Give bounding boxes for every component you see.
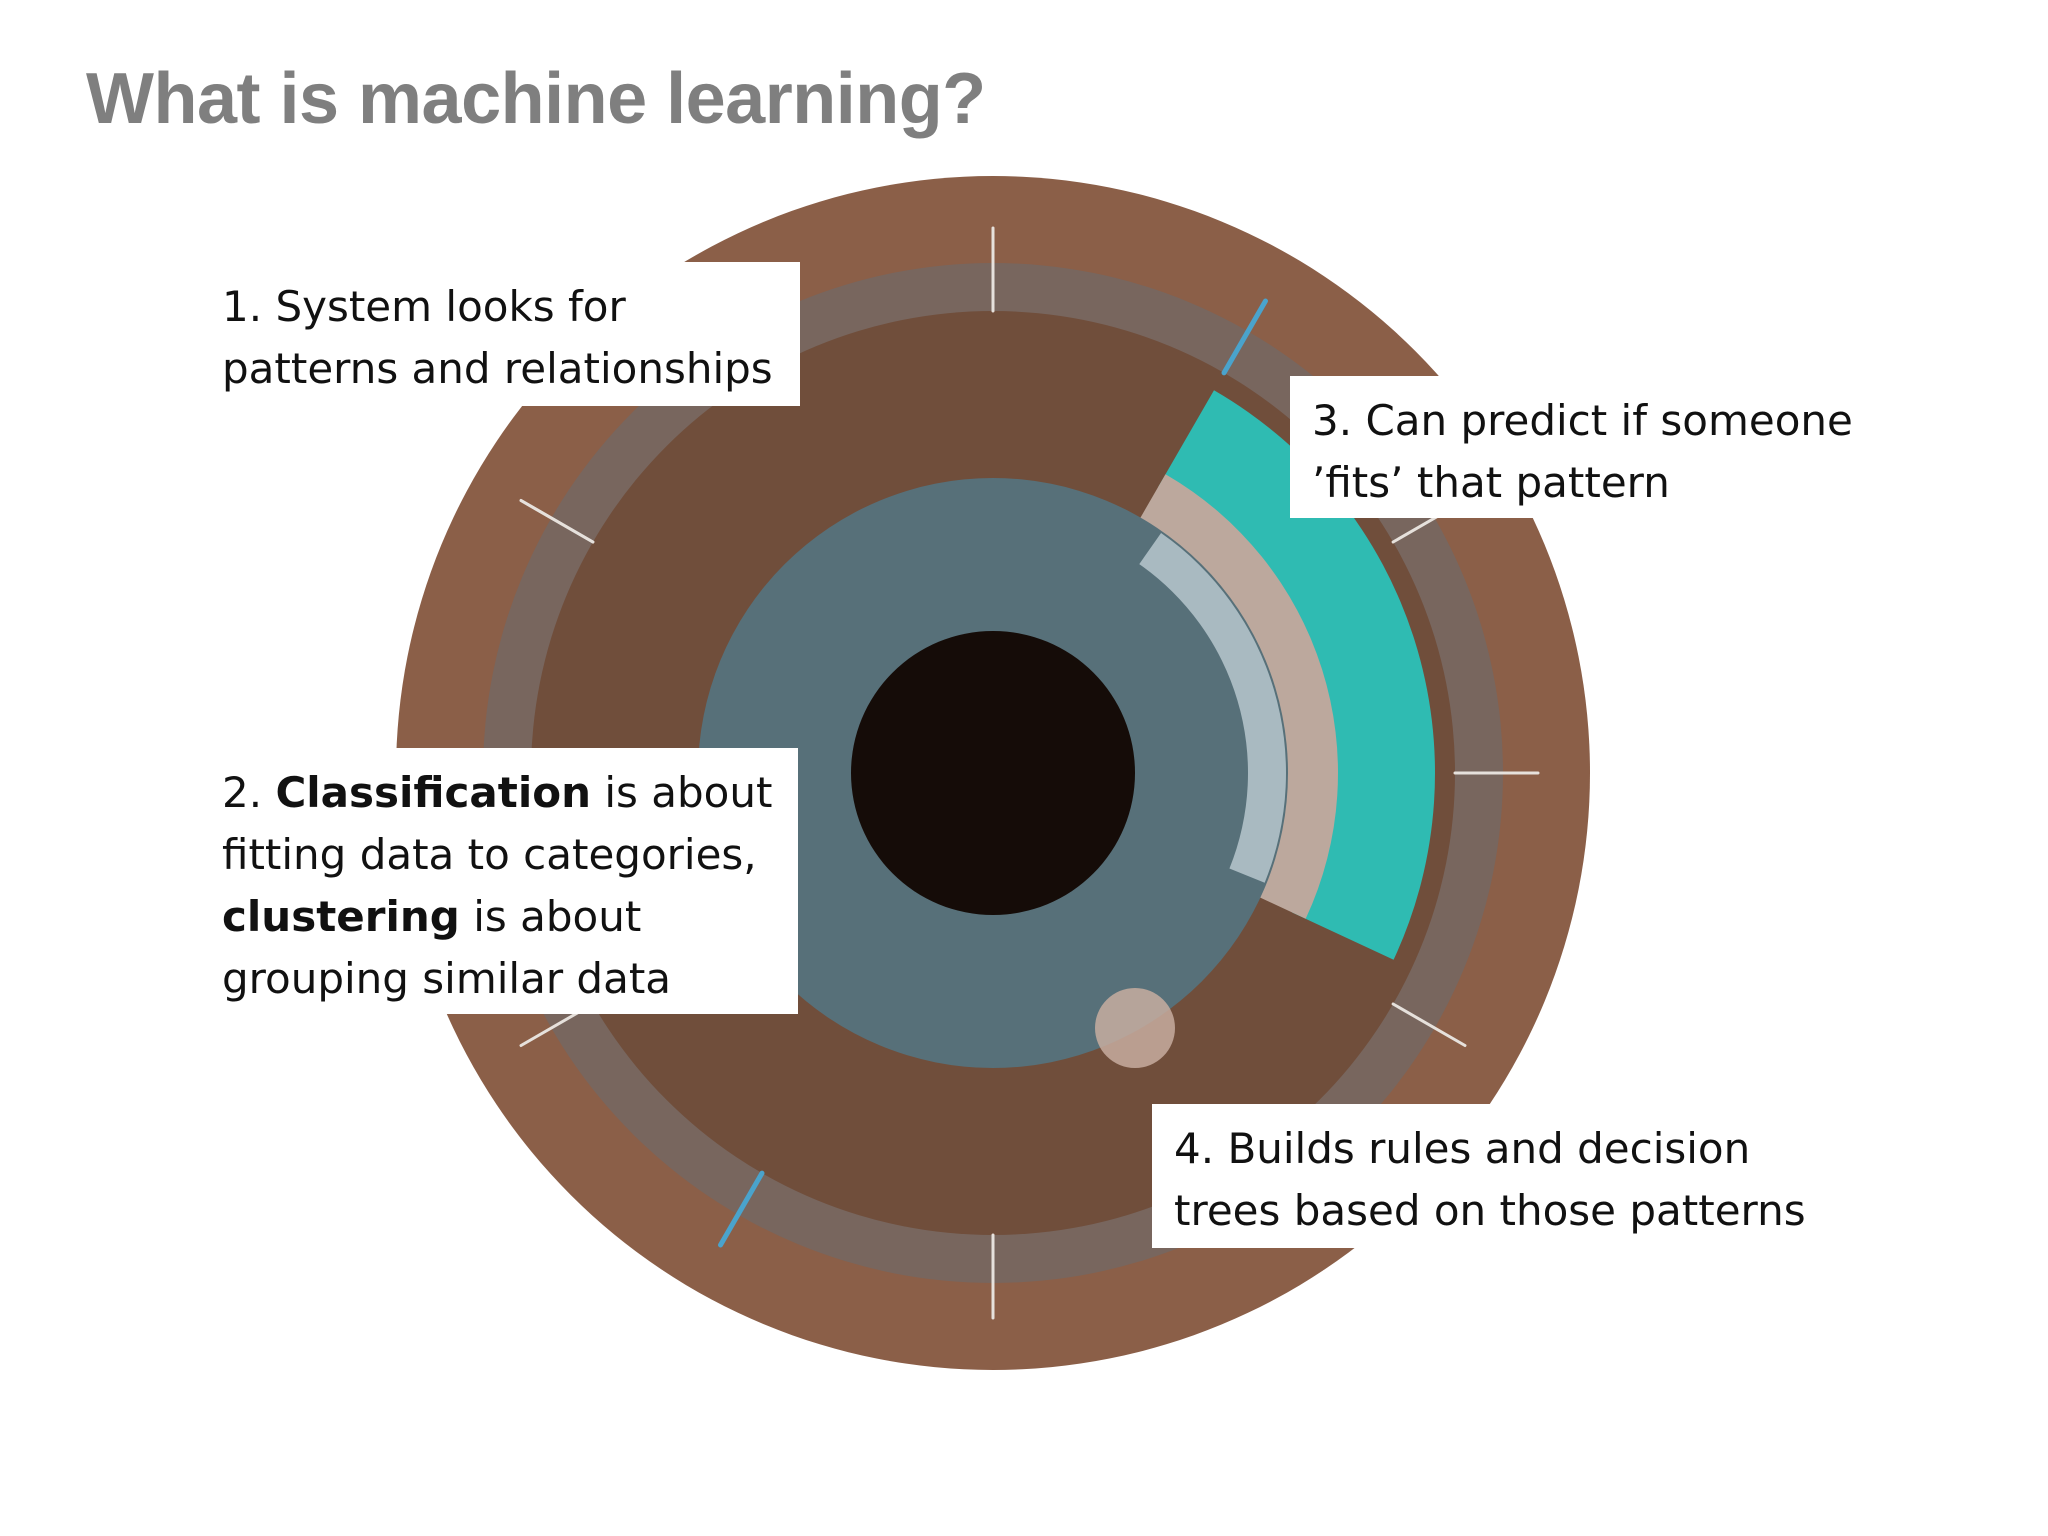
tick-mark-blue-bottom (718, 1170, 765, 1248)
callout-1-number: 1. (222, 282, 263, 331)
classification-term: Classification (275, 768, 591, 817)
callout-4-line-1: 4. Builds rules and decision (1174, 1118, 1768, 1180)
highlight-light-segment (1139, 532, 1286, 883)
callout-2-text-3: is about (473, 892, 642, 941)
tick-mark-g (519, 499, 595, 544)
tick-mark-d (1391, 1002, 1467, 1047)
callout-2-number: 2. (222, 768, 263, 817)
callout-predict: 3. Can predict if someone ’fits’ that pa… (1290, 376, 1853, 518)
callout-classification: 2. Classification is about fitting data … (200, 748, 798, 1014)
callout-3-number: 3. (1312, 396, 1353, 445)
callout-4-number: 4. (1174, 1124, 1215, 1173)
callout-patterns: 1. System looks for patterns and relatio… (200, 262, 800, 406)
clustering-term: clustering (222, 892, 460, 941)
callout-2-text-1: is about (604, 768, 773, 817)
callout-rules: 4. Builds rules and decision trees based… (1152, 1104, 1806, 1248)
page-title: What is machine learning? (86, 59, 986, 139)
callout-1-text: System looks for (275, 282, 626, 331)
callout-2-line-2: fitting data to categories, (222, 830, 757, 879)
pupil (851, 631, 1135, 915)
callout-2-line-1: 2. Classification is about (222, 762, 774, 824)
callout-2-line-3: clustering is about (222, 886, 774, 948)
callout-1-line-2: patterns and relationships (222, 344, 773, 393)
callout-3-text: Can predict if someone (1365, 396, 1853, 445)
callout-4-text: Builds rules and decision (1227, 1124, 1751, 1173)
callout-1-line-1: 1. System looks for (222, 276, 776, 338)
callout-3-line-2: ’fits’ that pattern (1312, 458, 1670, 507)
tick-mark-blue-top (1221, 298, 1268, 376)
callout-3-line-1: 3. Can predict if someone (1312, 390, 1853, 452)
callout-2-line-4: grouping similar data (222, 954, 672, 1003)
glint-dot (1095, 988, 1175, 1068)
callout-4-line-2: trees based on those patterns (1174, 1186, 1806, 1235)
